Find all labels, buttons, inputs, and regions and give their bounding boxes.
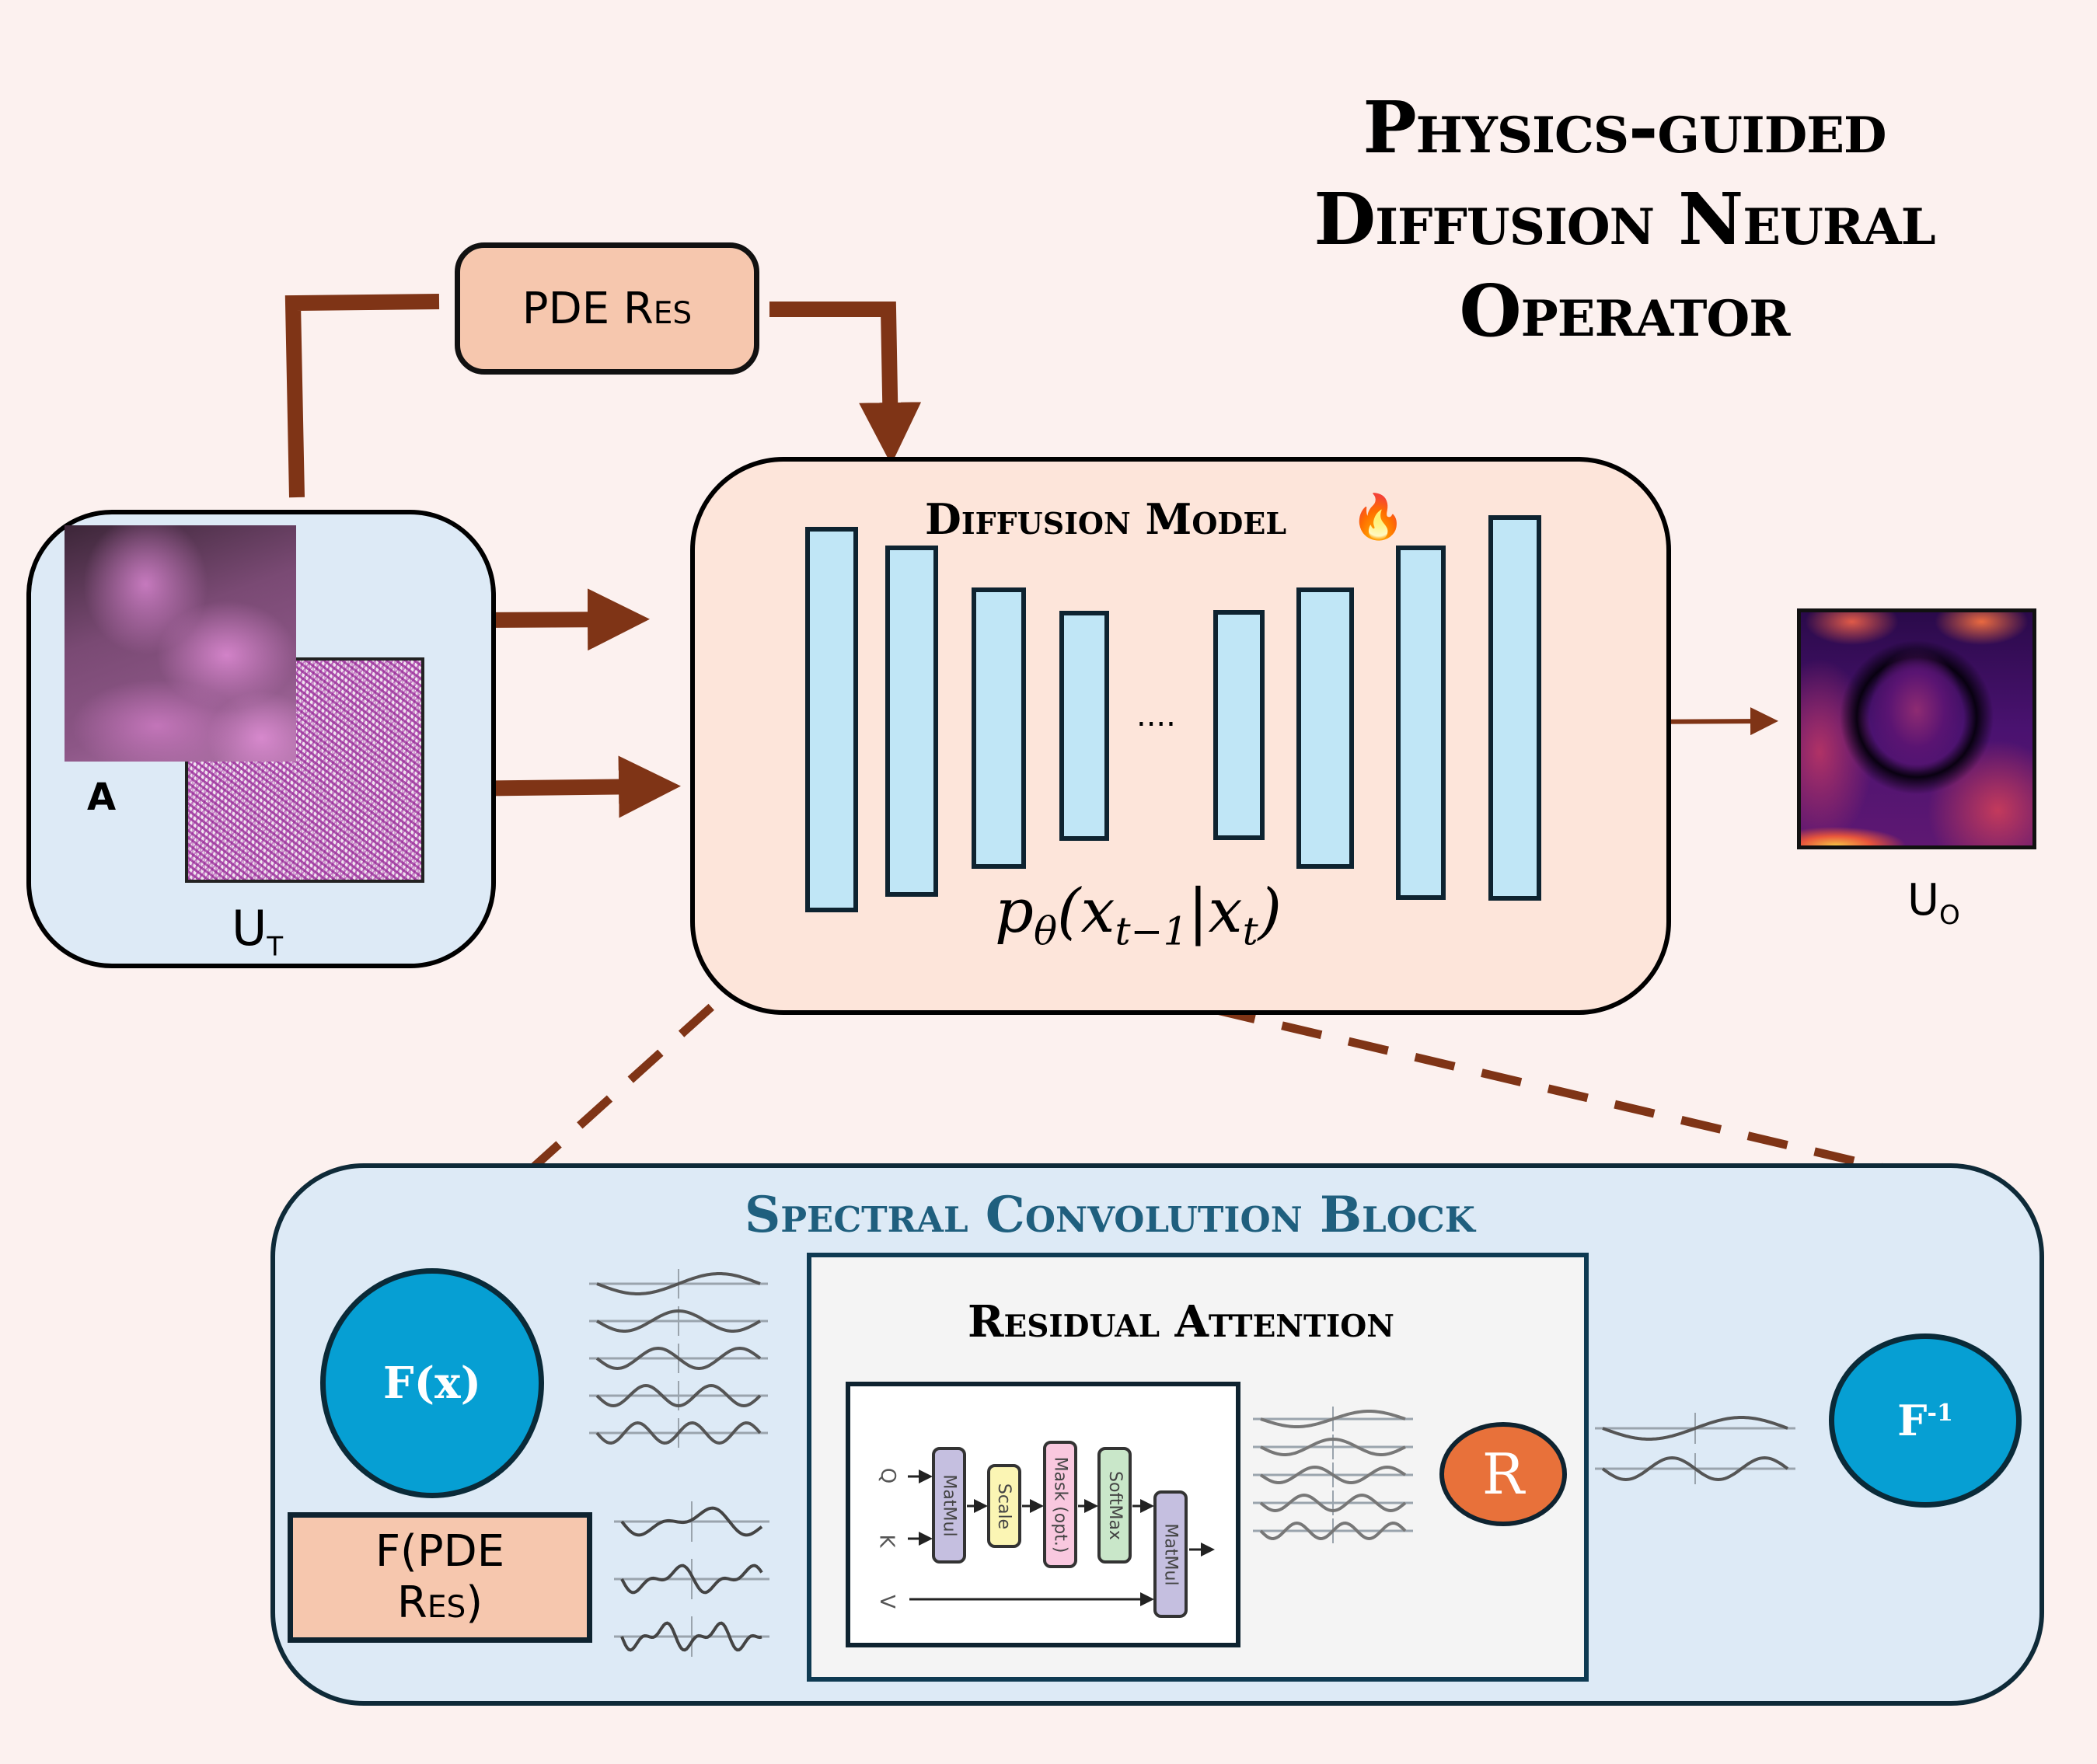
- label-ut-main: U: [232, 900, 267, 957]
- formula-p: p: [995, 877, 1034, 946]
- pde-to-diffusion-arrow: [769, 302, 922, 465]
- formula-sub-t-minus-1: t−1: [1115, 908, 1188, 954]
- title-line-1: Physics-guided: [1363, 85, 1886, 169]
- zoom-dashed-line-right: [815, 911, 1902, 1177]
- diffusion-model-title: Diffusion Model: [925, 494, 1287, 544]
- unet-layer-5: [1213, 610, 1265, 840]
- output-field-image-uo: [1797, 608, 2036, 849]
- residual-r-label: R: [1481, 1442, 1525, 1507]
- title-line-3: Operator: [1459, 269, 1791, 353]
- formula-theta: θ: [1033, 908, 1058, 954]
- unet-layer-1: [805, 527, 858, 912]
- label-uo-main: U: [1907, 875, 1939, 926]
- label-ut: UT: [232, 900, 283, 962]
- fx-wave-3: [589, 1344, 768, 1373]
- formula-open: (x: [1057, 877, 1115, 946]
- attention-diagram: Q K V MatMul Scale Mask (opt.) SoftMax M…: [846, 1382, 1240, 1647]
- diagram-title: Physics-guided Diffusion Neural Operator: [1212, 82, 2036, 357]
- label-ut-sub: T: [267, 931, 284, 963]
- attn-wave-1: [1253, 1407, 1413, 1431]
- op-softmax: SoftMax: [1097, 1447, 1132, 1564]
- attention-arrows: [908, 1469, 1215, 1606]
- finv-sup: -1: [1927, 1400, 1953, 1427]
- formula-sub-t: t: [1242, 908, 1258, 954]
- unet-layer-2: [885, 546, 938, 897]
- formula-given: |x: [1188, 877, 1243, 946]
- fpde-line-2: Res): [396, 1577, 483, 1628]
- fx-wave-4: [589, 1381, 768, 1410]
- fpde-wave-1: [614, 1501, 769, 1542]
- finv-wave-2: [1595, 1453, 1795, 1484]
- spectral-convolution-title: Spectral Convolution Block: [745, 1186, 1475, 1244]
- op-mask: Mask (opt.): [1043, 1441, 1077, 1568]
- op-matmul-2: MatMul: [1153, 1490, 1188, 1618]
- attn-wave-3: [1253, 1462, 1413, 1487]
- unet-layer-4: [1059, 611, 1109, 841]
- fourier-transform-circle: F(x): [320, 1268, 544, 1498]
- residual-r-circle: R: [1439, 1422, 1567, 1526]
- inverse-fourier-label: F-1: [1897, 1396, 1953, 1445]
- attn-wave-5: [1253, 1518, 1413, 1543]
- unet-layer-7: [1396, 546, 1446, 900]
- coefficient-field-image-a: [65, 525, 296, 762]
- layer-ellipsis: ....: [1136, 698, 1176, 734]
- unet-layer-8: [1488, 515, 1541, 901]
- formula-close: ): [1258, 877, 1282, 946]
- inverse-fourier-circle: F-1: [1829, 1333, 2022, 1508]
- attn-wave-2: [1253, 1435, 1413, 1459]
- reverse-process-formula: pθ(xt−1|xt): [995, 877, 1282, 954]
- fpde-wave-3: [614, 1616, 769, 1657]
- residual-attention-title: Residual Attention: [968, 1296, 1394, 1347]
- fpde-line-1: F(PDE: [375, 1526, 505, 1577]
- attn-wave-4: [1253, 1490, 1413, 1515]
- label-uo-sub: O: [1939, 900, 1960, 932]
- fx-wave-5: [589, 1418, 768, 1448]
- pde-residual-box: PDE Res: [455, 242, 759, 375]
- pde-feed-line: [284, 294, 440, 498]
- fire-icon: 🔥: [1351, 492, 1405, 542]
- op-matmul-1: MatMul: [932, 1447, 966, 1564]
- unet-layer-6: [1296, 587, 1354, 869]
- fpde-wave-2: [614, 1559, 769, 1599]
- title-line-2: Diffusion Neural: [1314, 177, 1935, 261]
- finv-main: F: [1897, 1396, 1928, 1445]
- label-uo: UO: [1907, 875, 1960, 931]
- unet-layer-3: [972, 587, 1026, 869]
- op-scale: Scale: [987, 1464, 1021, 1548]
- pde-residual-label: PDE Res: [522, 283, 693, 334]
- fourier-transform-label: F(x): [382, 1358, 482, 1409]
- fx-wave-1: [589, 1269, 768, 1299]
- fx-wave-2: [589, 1306, 768, 1336]
- label-a: A: [87, 776, 117, 819]
- finv-wave-1: [1595, 1413, 1795, 1444]
